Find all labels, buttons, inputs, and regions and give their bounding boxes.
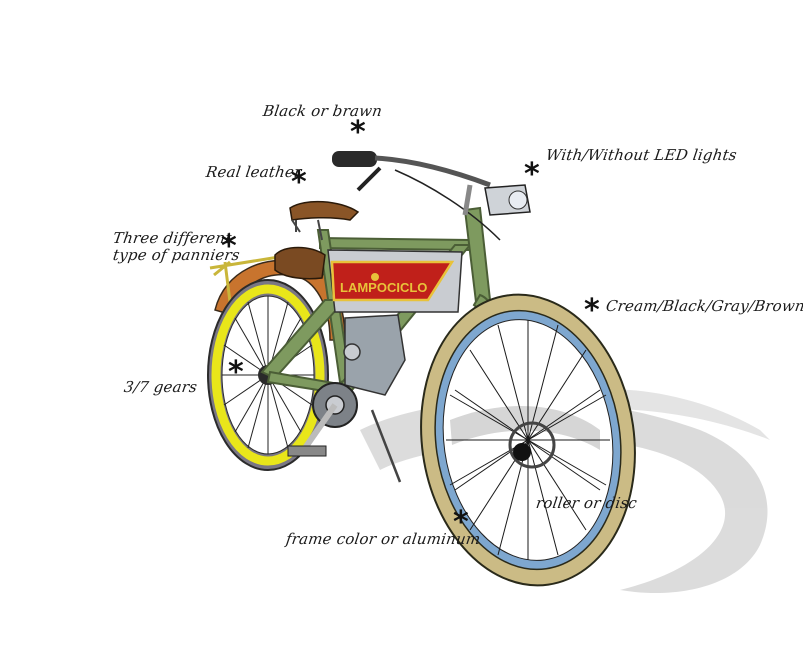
motor (343, 314, 406, 396)
front-wheel (420, 293, 636, 587)
asterisk-marker-icon: * (291, 165, 307, 200)
annotation-panniers-line1: Three different (111, 229, 233, 247)
asterisk-marker-icon: * (350, 115, 366, 150)
asterisk-marker-icon: * (221, 229, 237, 264)
handlebar (332, 151, 501, 241)
asterisk-marker-icon: * (584, 293, 600, 328)
brand-plate: LAMPOCICLO (340, 280, 427, 295)
saddle (274, 200, 360, 280)
tank-panel: LAMPOCICLO (327, 249, 463, 313)
asterisk-marker-icon: * (228, 355, 244, 390)
annotation-rims-text: frame color or aluminum (284, 530, 482, 548)
annotation-lights-text: With/Without LED lights (544, 146, 739, 164)
annotation-gears-text: 3/7 gears (122, 378, 199, 396)
asterisk-marker-icon: * (524, 157, 540, 192)
annotation-saddle-text: Real leather (204, 163, 303, 181)
annotation-tires-text: Cream/Black/Gray/Brown (604, 297, 803, 315)
headlight (484, 184, 531, 216)
crankset (287, 382, 402, 483)
asterisk-marker-icon: * (453, 505, 469, 540)
annotation-brakes-text: roller or disc (534, 494, 639, 512)
